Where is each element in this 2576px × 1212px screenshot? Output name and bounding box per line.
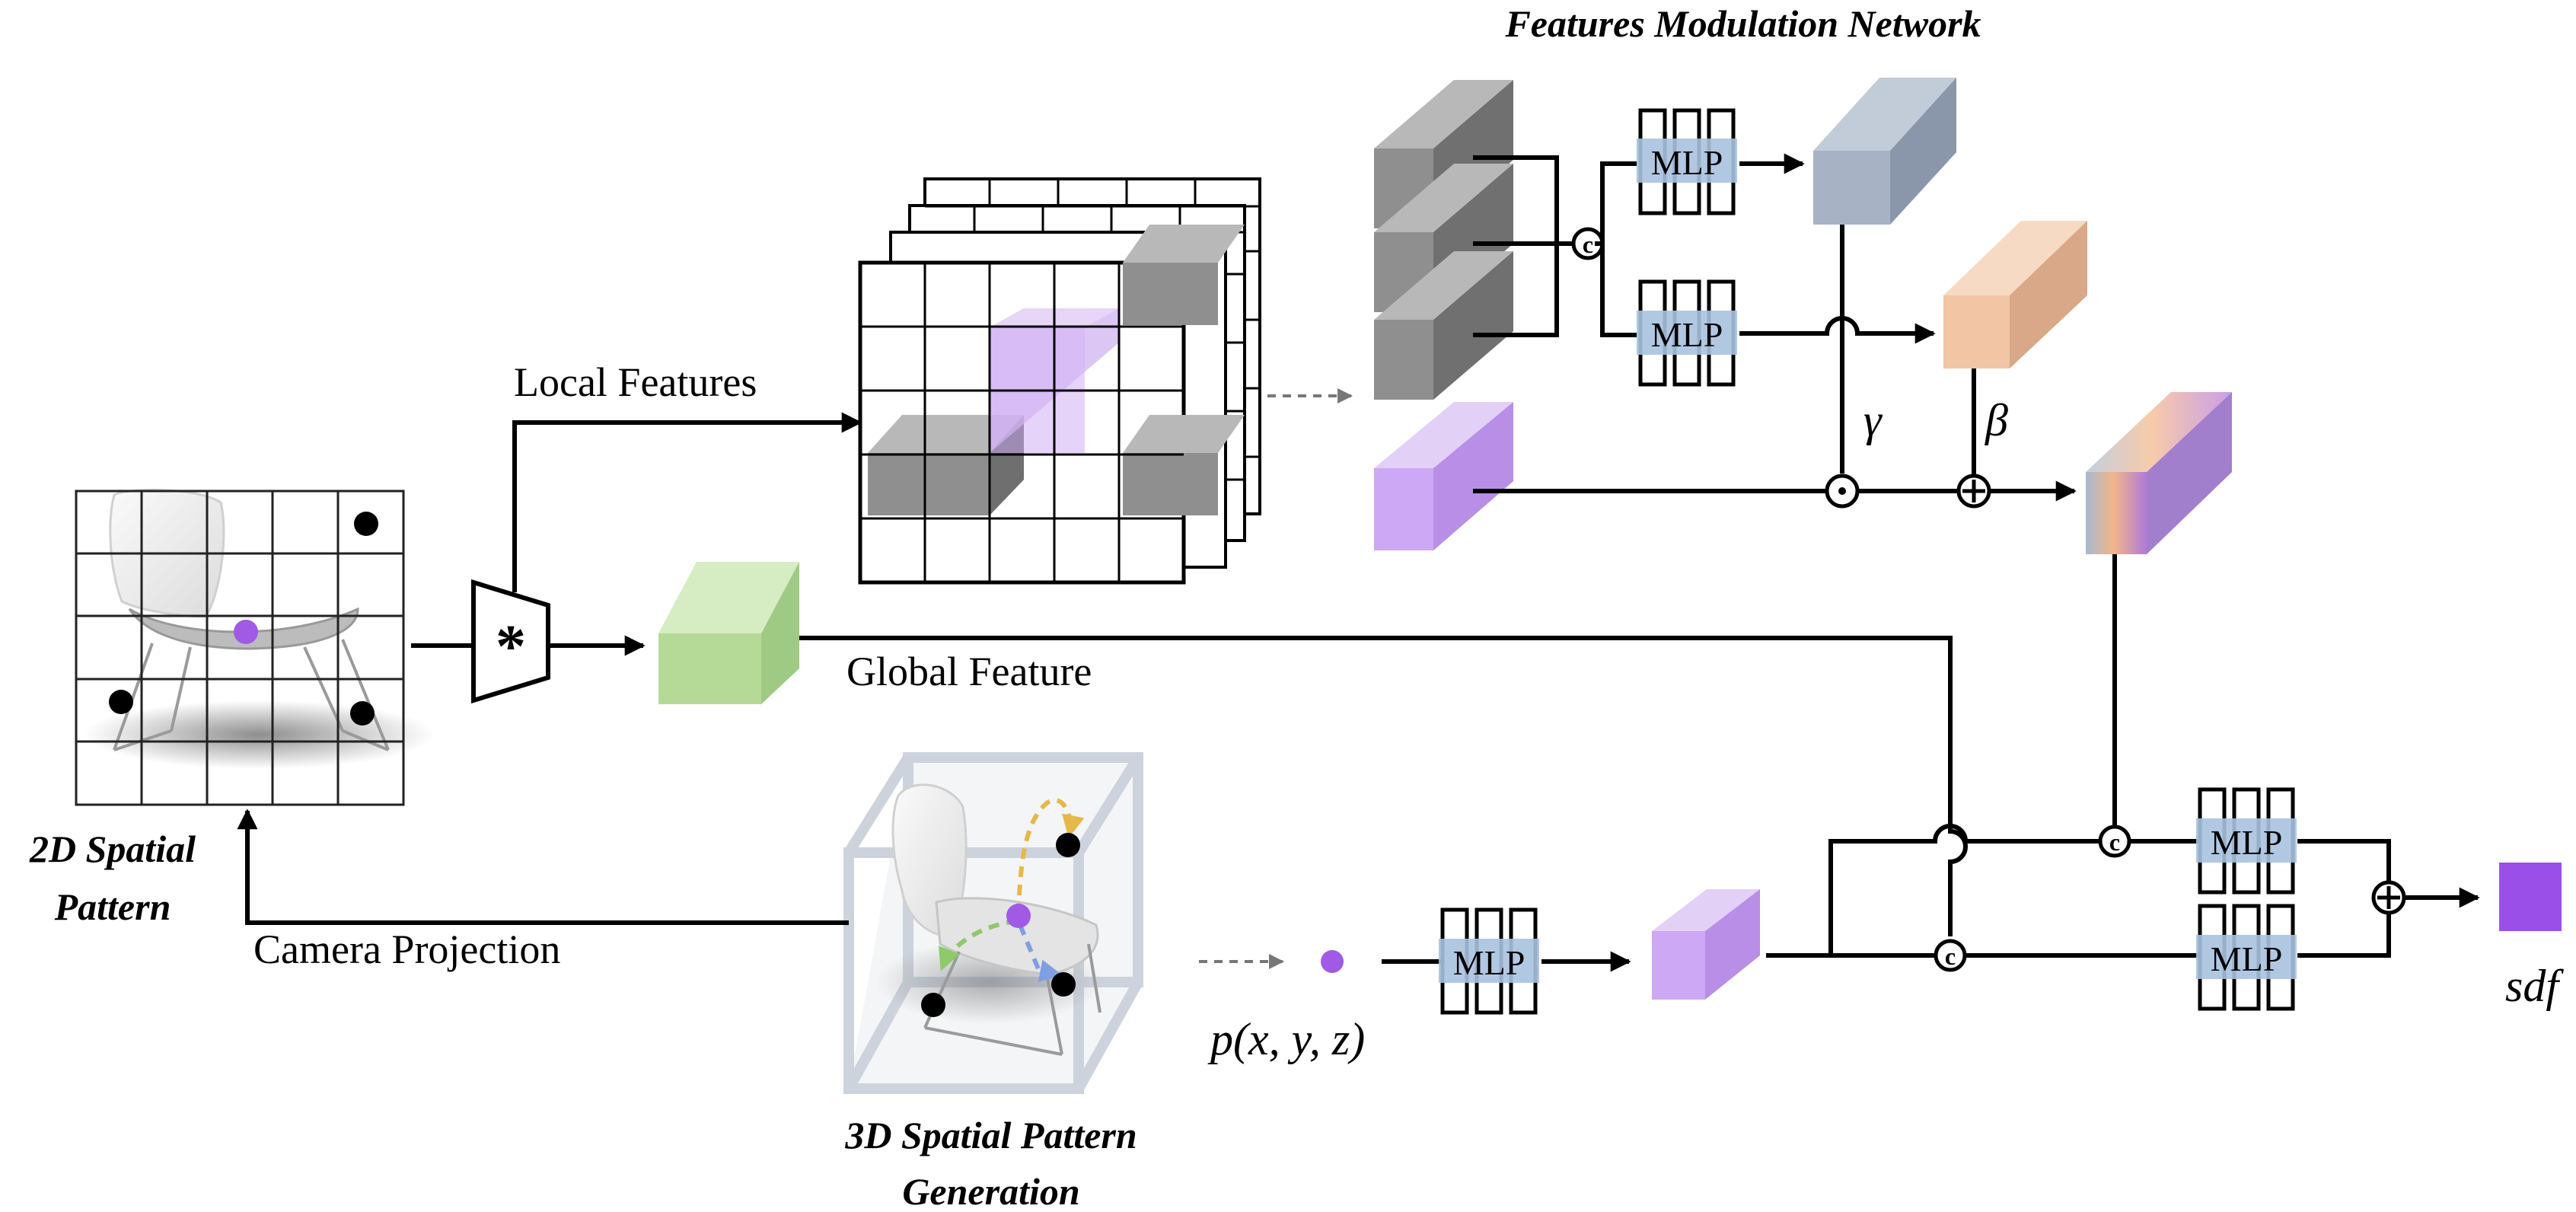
point-feature-split-line <box>1766 824 2200 958</box>
sample-point-dot <box>1056 833 1080 857</box>
dashed-yellow-arrow <box>1016 798 1085 914</box>
modulation-network-title: Features Modulation Network <box>1504 2 1981 45</box>
modulation-input-feature <box>1374 402 1513 550</box>
modulated-feature-block <box>2086 392 2232 554</box>
svg-text:c: c <box>1583 231 1593 258</box>
pattern-3d-image <box>843 752 1143 1094</box>
beta-feature-block <box>1943 221 2087 368</box>
sample-point-dot <box>921 993 945 1017</box>
conv-operator-label: * <box>496 614 526 681</box>
sample-point-dot <box>354 512 378 536</box>
concat-out-branches <box>1595 161 1637 337</box>
pattern-3d-label-line1: 3D Spatial Pattern <box>844 1114 1137 1156</box>
grid-2d <box>75 490 405 806</box>
sample-point-dot <box>109 690 133 714</box>
camera-projection-label: Camera Projection <box>253 927 560 972</box>
add-node-modulation <box>1956 474 1991 509</box>
local-features-label: Local Features <box>514 359 757 405</box>
mlp-output-upper: MLP <box>2196 787 2297 895</box>
svg-text:c: c <box>2109 828 2120 856</box>
sample-point-dot <box>1051 972 1076 997</box>
stack-to-concat-lines <box>1473 155 1559 337</box>
query-point-dot <box>1006 904 1031 928</box>
point-feature-block <box>1652 889 1760 1000</box>
mlp-output-lower: MLP <box>2196 904 2297 1011</box>
pattern-2d-image <box>75 488 434 806</box>
svg-text:MLP: MLP <box>2211 939 2283 978</box>
svg-text:c: c <box>1945 942 1956 970</box>
svg-text:MLP: MLP <box>1453 943 1526 982</box>
chair-shadow <box>84 700 434 769</box>
add-node-output <box>2371 880 2406 915</box>
conv-encoder <box>471 579 550 704</box>
concat-node-upper: c <box>2098 824 2131 858</box>
query-point-dot <box>234 620 258 644</box>
gamma-label: γ <box>1863 395 1883 445</box>
global-feature-line <box>799 636 1968 936</box>
chair-seat <box>128 607 359 650</box>
svg-text:MLP: MLP <box>2211 823 2283 862</box>
local-features-arrow <box>512 412 862 592</box>
local-feature-stack <box>1374 80 1513 400</box>
gamma-feature-block <box>1813 78 1956 225</box>
sdf-output-block <box>2499 863 2562 931</box>
beta-label: β <box>1985 395 2008 445</box>
svg-text:MLP: MLP <box>1651 315 1723 354</box>
global-feature-label: Global Feature <box>846 649 1092 694</box>
mlp-gamma: MLP <box>1637 108 1737 215</box>
mlp-outputs-merge-line <box>2297 839 2391 958</box>
pattern-2d-label-line2: Pattern <box>54 885 171 928</box>
camera-projection-arrow <box>237 809 849 925</box>
pattern-3d-label-line2: Generation <box>902 1170 1079 1212</box>
dashed-green-arrow <box>939 919 1018 971</box>
sdf-label: sdf <box>2505 961 2564 1011</box>
local-feature-volume <box>858 177 1261 585</box>
chair-legs <box>113 639 390 751</box>
multiply-node <box>1825 474 1860 509</box>
mlp-beta-out-arrow <box>1739 316 1936 344</box>
point-label: p(x, y, z) <box>1207 1014 1365 1064</box>
local-feature-cubes <box>868 225 1245 515</box>
mlp-point: MLP <box>1439 907 1539 1015</box>
dashed-blue-arrow <box>1018 923 1063 983</box>
pattern-2d-label-line1: 2D Spatial <box>29 828 196 870</box>
svg-text:MLP: MLP <box>1651 143 1723 182</box>
mlp-beta: MLP <box>1637 279 1737 387</box>
concat-node-lower: c <box>1934 939 1967 972</box>
global-feature-block <box>658 562 799 704</box>
concat-node-top: c <box>1571 227 1605 260</box>
sample-point-dot <box>350 701 375 726</box>
query-point-dot <box>1321 950 1344 973</box>
